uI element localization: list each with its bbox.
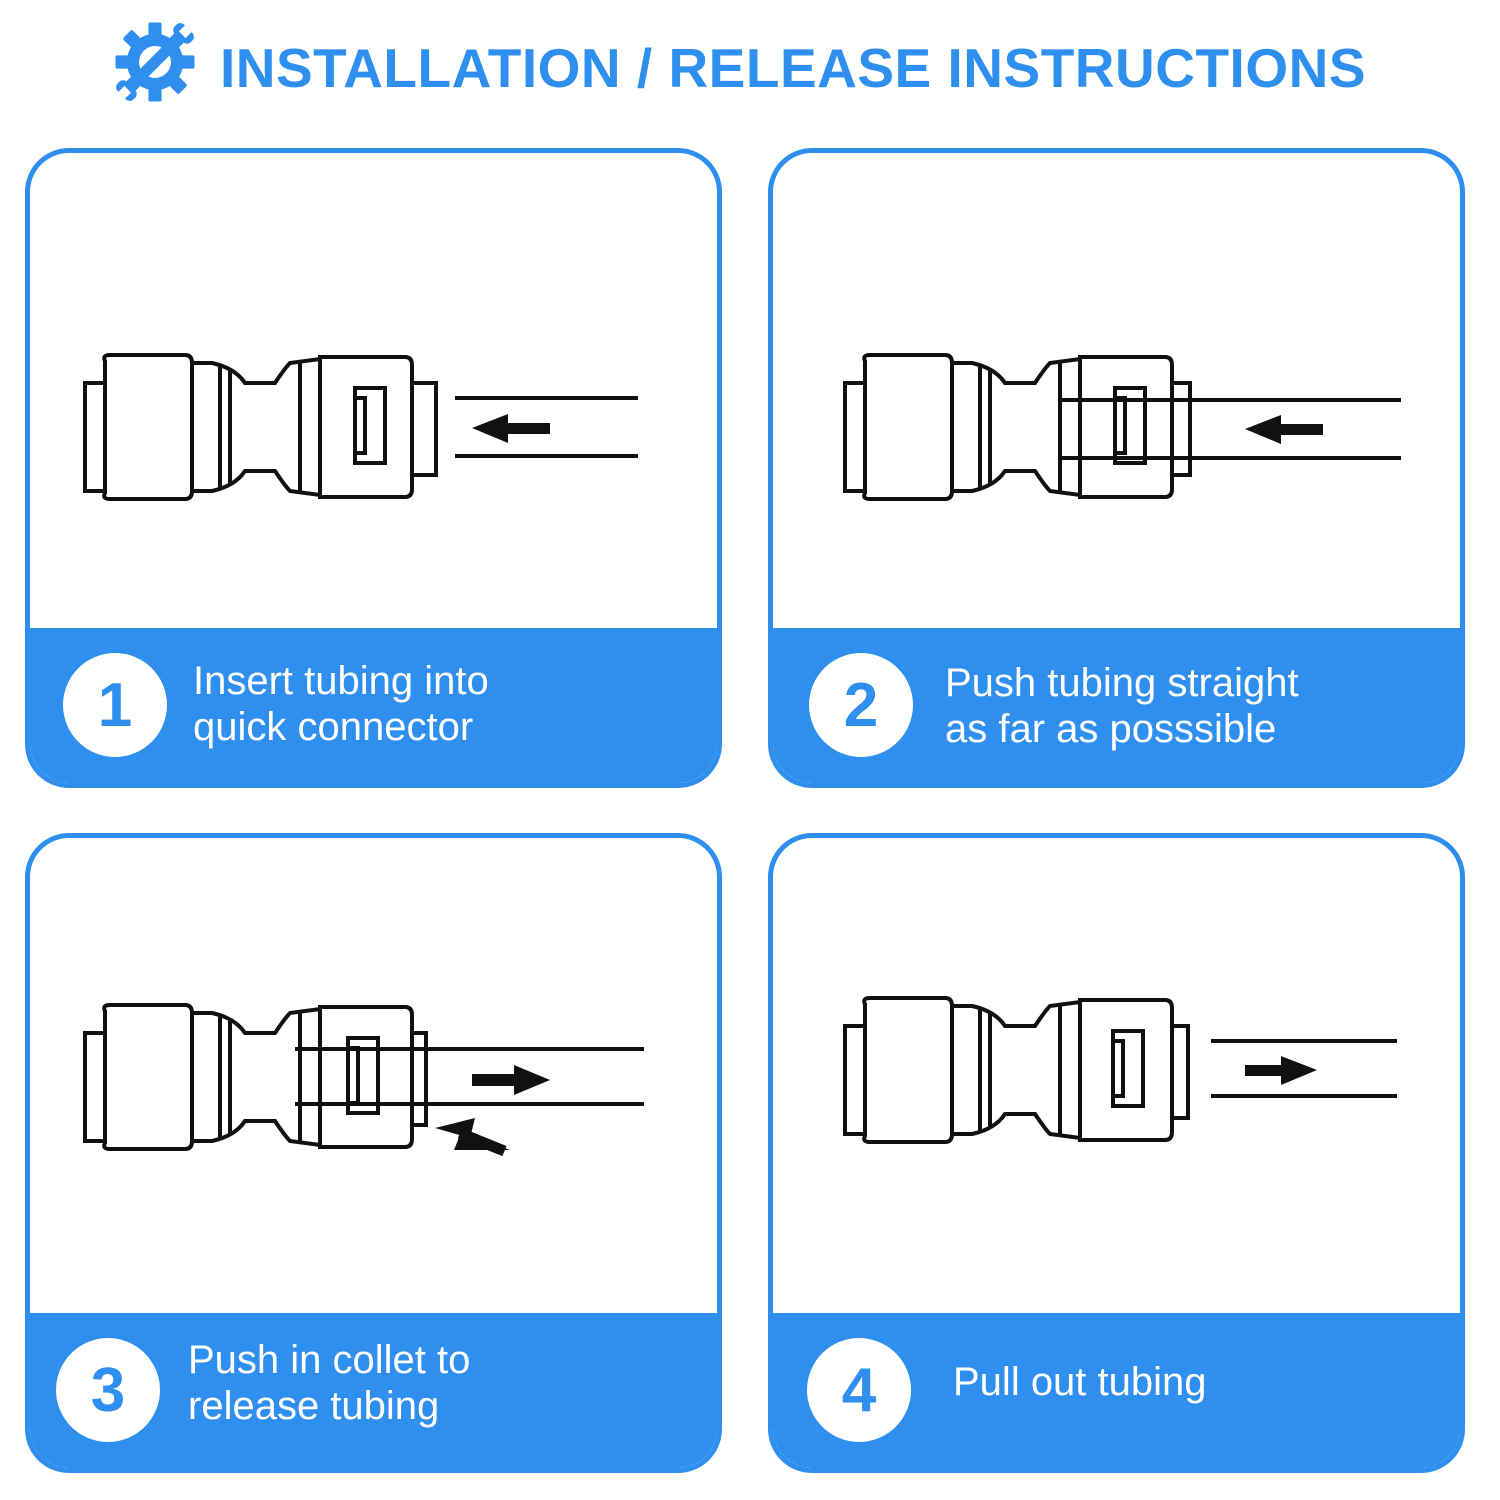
connector-diagram-pull (843, 996, 1397, 1144)
page-title: INSTALLATION / RELEASE INSTRUCTIONS (220, 37, 1367, 99)
step-number-badge: 2 (809, 653, 913, 757)
step-caption-line-2: release tubing (188, 1384, 440, 1428)
connector-diagram-push (843, 353, 1401, 501)
step-caption-line-2: quick connector (193, 705, 474, 749)
connector-diagram-insert (83, 353, 638, 501)
step-card-1: 1 Insert tubing into quick connector (25, 148, 722, 788)
gear-wrench-icon (115, 22, 195, 102)
step-caption: Push in collet to release tubing (188, 1337, 470, 1429)
step-card-3: 3 Push in collet to release tubing (25, 833, 722, 1473)
step-number-badge: 3 (56, 1338, 160, 1442)
step-footer-4: 4 Pull out tubing (773, 1313, 1460, 1468)
step-caption: Pull out tubing (953, 1359, 1207, 1405)
step-caption-line-1: Push tubing straight (945, 661, 1299, 705)
step-footer-2: 2 Push tubing straight as far as posssib… (773, 628, 1460, 783)
step-caption-line-1: Push in collet to (188, 1338, 471, 1382)
step-caption: Push tubing straight as far as posssible (945, 660, 1299, 752)
step-number-badge: 1 (63, 653, 167, 757)
step-caption-line-1: Pull out tubing (953, 1360, 1207, 1404)
step-caption-line-2: as far as posssible (945, 707, 1277, 751)
header: INSTALLATION / RELEASE INSTRUCTIONS (0, 0, 1500, 140)
step-footer-3: 3 Push in collet to release tubing (30, 1313, 717, 1468)
step-card-2: 2 Push tubing straight as far as posssib… (768, 148, 1465, 788)
step-footer-1: 1 Insert tubing into quick connector (30, 628, 717, 783)
step-caption: Insert tubing into quick connector (193, 658, 489, 750)
step-caption-line-1: Insert tubing into (193, 659, 489, 703)
connector-diagram-release (83, 1003, 644, 1157)
step-card-4: 4 Pull out tubing (768, 833, 1465, 1473)
step-number-badge: 4 (807, 1338, 911, 1442)
